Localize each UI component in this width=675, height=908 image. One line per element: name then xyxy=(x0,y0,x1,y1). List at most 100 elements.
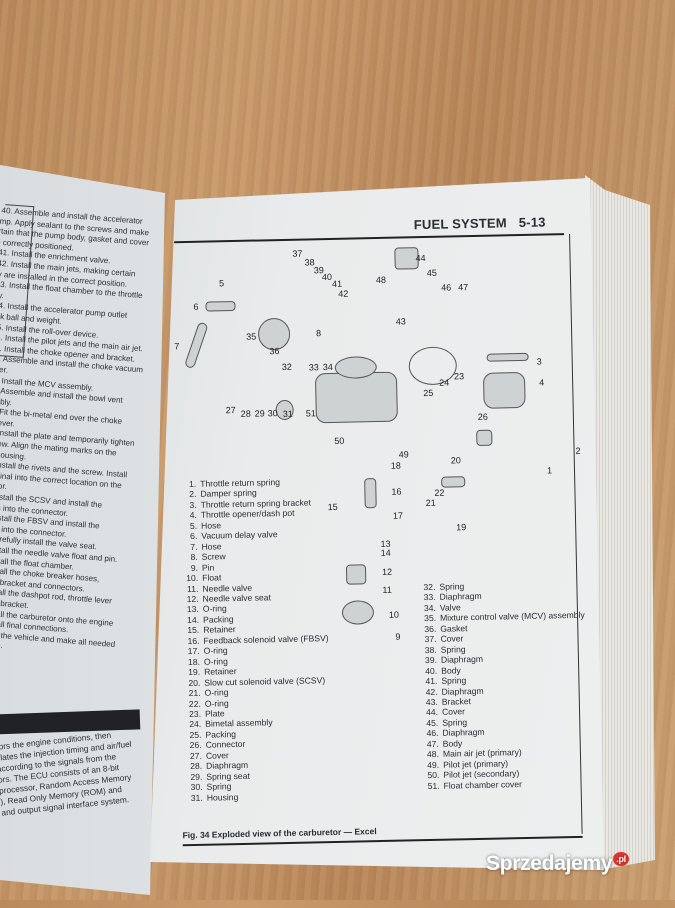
legend-label: Plate xyxy=(204,708,225,719)
legend-label: O-ring xyxy=(203,645,228,656)
callout-number: 26 xyxy=(477,411,488,422)
legend-number: 18. xyxy=(187,656,201,667)
callout-number: 48 xyxy=(375,274,387,286)
legend-label: Hose xyxy=(201,541,222,552)
callout-number: 50 xyxy=(334,435,345,446)
legend-number: 34. xyxy=(423,602,436,614)
callout-number: 25 xyxy=(423,387,434,399)
legend-label: Slow cut solenoid valve (SCSV) xyxy=(204,674,326,688)
hose-part xyxy=(183,321,209,370)
legend-label: Main air jet (primary) xyxy=(442,747,522,759)
legend-label: Bimetal assembly xyxy=(205,717,273,730)
legend-number: 2. xyxy=(189,489,197,500)
legend-label: Vacuum delay valve xyxy=(201,529,278,542)
legend-label: Diaphragm xyxy=(439,591,482,603)
legend-number: 37. xyxy=(424,634,437,645)
legend-label: Cover xyxy=(441,706,466,718)
legend-number: 8. xyxy=(190,551,198,563)
callout-number: 34 xyxy=(322,361,333,373)
legend-label: Diaphragm xyxy=(442,727,485,739)
callout-number: 1 xyxy=(546,465,553,476)
callout-number: 24 xyxy=(439,377,450,388)
callout-number: 29 xyxy=(254,408,265,419)
legend-number: 13. xyxy=(186,604,199,615)
legend-number: 4. xyxy=(189,510,197,521)
legend-label: Spring xyxy=(441,675,467,686)
legend-number: 48. xyxy=(426,749,440,760)
legend-number: 38. xyxy=(424,644,437,655)
fbsv-part xyxy=(364,478,377,509)
legend-number: 12. xyxy=(186,593,199,605)
legend-number: 45. xyxy=(426,717,439,728)
callout-number: 41 xyxy=(331,278,343,289)
callout-number: 36 xyxy=(269,346,280,357)
callout-number: 5 xyxy=(218,278,225,289)
callout-number: 23 xyxy=(453,371,465,382)
callout-number: 32 xyxy=(281,361,292,373)
legend-label: Body xyxy=(441,664,461,676)
float-part xyxy=(341,600,375,625)
legend-number: 22. xyxy=(188,698,201,709)
watermark-text: Sprzedajemy xyxy=(486,852,613,875)
legend-label: Diaphragm xyxy=(440,654,484,665)
legend-label: Retainer xyxy=(203,624,236,636)
legend-label: Float chamber cover xyxy=(443,778,523,791)
callout-number: 51 xyxy=(305,408,316,419)
callout-number: 10 xyxy=(388,609,400,620)
legend-label: Spring xyxy=(442,717,468,728)
callout-number: 45 xyxy=(426,267,437,278)
callout-number: 37 xyxy=(292,248,303,259)
legend-number: 27. xyxy=(189,750,202,761)
legend-number: 47. xyxy=(426,738,439,749)
legend-label: Cover xyxy=(205,749,229,761)
legend-label: Retainer xyxy=(204,666,237,677)
callout-number: 16 xyxy=(391,486,402,497)
legend-number: 39. xyxy=(424,655,438,666)
callout-number: 12 xyxy=(381,566,393,577)
legend-number: 35. xyxy=(424,613,437,624)
legend-label: Pin xyxy=(201,562,215,573)
legend-number: 43. xyxy=(425,696,438,708)
legend-number: 41. xyxy=(425,675,438,687)
legend-number: 14. xyxy=(186,614,200,625)
callout-number: 2 xyxy=(575,445,581,456)
callout-number: 30 xyxy=(267,408,278,419)
legend-label: Throttle return spring xyxy=(200,477,281,489)
callout-number: 14 xyxy=(380,547,391,558)
callout-number: 47 xyxy=(458,282,469,293)
callout-number: 46 xyxy=(441,282,452,293)
callout-number: 4 xyxy=(539,377,545,388)
legend-item: 51.Float chamber cover xyxy=(423,777,588,791)
legend-number: 19. xyxy=(188,666,201,678)
header-rule xyxy=(174,233,565,244)
legend-number: 33. xyxy=(423,592,436,603)
callout-number: 7 xyxy=(174,341,180,352)
legend-label: Hose xyxy=(200,520,222,531)
callout-number: 27 xyxy=(225,404,236,416)
bimetal-part xyxy=(408,346,458,386)
callout-number: 43 xyxy=(395,316,406,327)
legend-label: Bracket xyxy=(441,696,472,707)
legend-label: Valve xyxy=(439,602,461,613)
legend-label: Float xyxy=(202,572,222,583)
legend-number: 46. xyxy=(426,728,439,739)
legend-number: 10. xyxy=(186,572,199,584)
legend-label: Packing xyxy=(202,613,234,625)
callout-number: 8 xyxy=(315,328,322,339)
legend-number: 51. xyxy=(427,780,440,791)
legend-number: 31. xyxy=(190,792,203,803)
legend-number: 36. xyxy=(424,623,437,634)
callout-number: 11 xyxy=(382,584,392,595)
legend-number: 25. xyxy=(189,729,202,740)
legend-number: 21. xyxy=(188,687,201,699)
legend-label: Spring xyxy=(440,643,466,655)
callout-number: 40 xyxy=(321,271,333,283)
needle-seat-part xyxy=(345,564,367,585)
callout-number: 3 xyxy=(536,356,542,367)
bracket-part xyxy=(486,352,529,362)
legend-label: Diaphragm xyxy=(441,685,484,697)
legend-number: 11. xyxy=(186,583,199,594)
